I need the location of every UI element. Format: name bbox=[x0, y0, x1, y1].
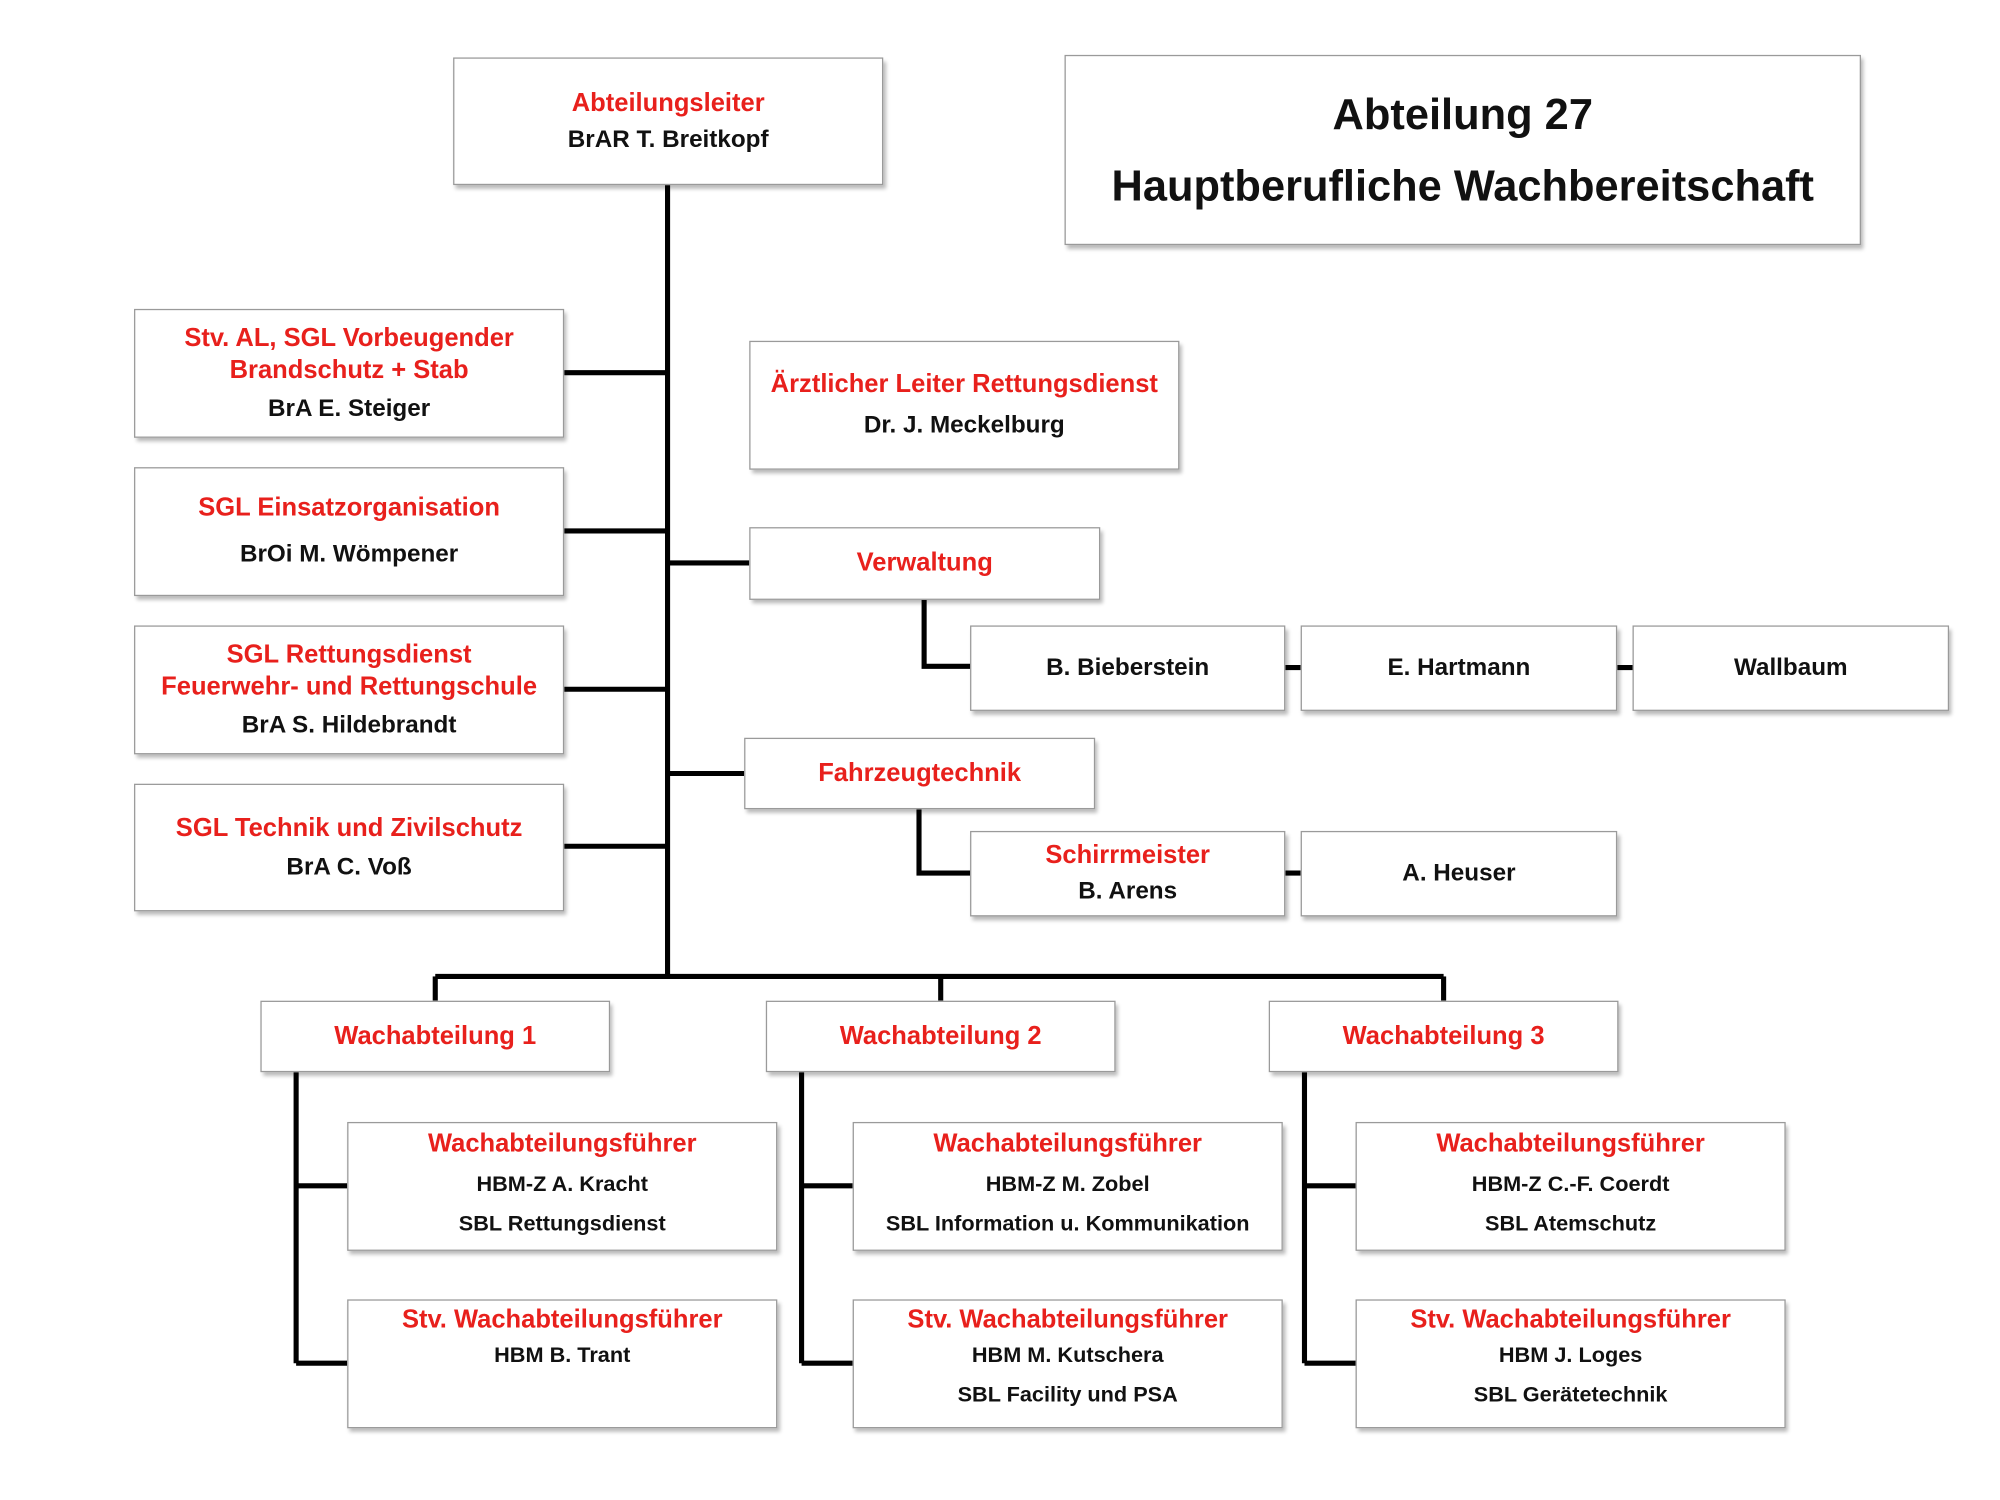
left-box-2: SGL Einsatzorganisation BrOi M. Wömpener bbox=[134, 467, 565, 597]
admin-staff-1: B. Bieberstein bbox=[970, 625, 1286, 711]
division-1-box: Wachabteilung 1 bbox=[260, 1000, 611, 1073]
division-2-leader-role: SBL Information u. Kommunikation bbox=[885, 1211, 1250, 1236]
division-2-deputy-name: HBM M. Kutschera bbox=[971, 1342, 1164, 1368]
left-box-4: SGL Technik und Zivilschutz BrA C. Voß bbox=[134, 783, 565, 912]
vehicle-box: Fahrzeugtechnik bbox=[744, 737, 1096, 810]
admin-box: Verwaltung bbox=[749, 527, 1101, 600]
department-subtitle: Hauptberufliche Wachbereitschaft bbox=[1111, 161, 1815, 210]
department-title-box: Abteilung 27 Hauptberufliche Wachbereits… bbox=[1064, 54, 1861, 246]
left-box-3: SGL Rettungsdienst Feuerwehr- und Rettun… bbox=[134, 625, 565, 755]
vehicle-staff-1-name: A. Heuser bbox=[1402, 859, 1516, 887]
admin-staff-1-name: B. Bieberstein bbox=[1046, 654, 1210, 681]
division-3-title: Wachabteilung 3 bbox=[1342, 1021, 1545, 1050]
admin-title: Verwaltung bbox=[856, 548, 993, 577]
division-3-leader-box: Wachabteilungsführer HBM-Z C.-F. Coerdt … bbox=[1355, 1121, 1786, 1251]
left-box-4-name: BrA C. Voß bbox=[286, 853, 412, 881]
medical-box: Ärztlicher Leiter Rettungsdienst Dr. J. … bbox=[749, 340, 1180, 470]
division-2-box: Wachabteilung 2 bbox=[765, 1000, 1116, 1073]
left-box-1: Stv. AL, SGL Vorbeugender Brandschutz + … bbox=[134, 308, 565, 438]
division-2-deputy-title: Stv. Wachabteilungsführer bbox=[907, 1305, 1228, 1334]
division-3-leader-title: Wachabteilungsführer bbox=[1436, 1129, 1705, 1158]
division-3-deputy-box: Stv. Wachabteilungsführer HBM J. Loges S… bbox=[1355, 1299, 1786, 1429]
vehicle-staff-1: A. Heuser bbox=[1300, 830, 1618, 917]
division-1-title: Wachabteilung 1 bbox=[334, 1021, 537, 1050]
division-3-leader-role: SBL Atemschutz bbox=[1484, 1211, 1657, 1236]
left-box-1-title-1: Stv. AL, SGL Vorbeugender bbox=[184, 323, 514, 352]
division-1-deputy-title: Stv. Wachabteilungsführer bbox=[401, 1305, 723, 1334]
division-2-leader-title: Wachabteilungsführer bbox=[933, 1129, 1202, 1158]
division-2-deputy-box: Stv. Wachabteilungsführer HBM M. Kutsche… bbox=[852, 1299, 1283, 1429]
left-box-2-title: SGL Einsatzorganisation bbox=[198, 493, 500, 523]
admin-staff-2: E. Hartmann bbox=[1300, 625, 1618, 711]
head-name: BrAR T. Breitkopf bbox=[567, 125, 769, 153]
department-title: Abteilung 27 bbox=[1332, 89, 1593, 139]
division-3-box: Wachabteilung 3 bbox=[1268, 1000, 1619, 1073]
left-box-3-title-2: Feuerwehr- und Rettungschule bbox=[161, 672, 538, 701]
division-1-leader-title: Wachabteilungsführer bbox=[427, 1129, 697, 1158]
head-title: Abteilungsleiter bbox=[571, 88, 765, 117]
left-box-2-name: BrOi M. Wömpener bbox=[239, 541, 459, 568]
left-box-1-name: BrA E. Steiger bbox=[268, 395, 431, 422]
division-1-leader-box: Wachabteilungsführer HBM-Z A. Kracht SBL… bbox=[347, 1121, 778, 1251]
vehicle-sub-name: B. Arens bbox=[1078, 878, 1178, 905]
division-3-deputy-name: HBM J. Loges bbox=[1498, 1342, 1643, 1368]
admin-staff-3: Wallbaum bbox=[1632, 625, 1950, 711]
medical-title: Ärztlicher Leiter Rettungsdienst bbox=[770, 370, 1158, 399]
vehicle-sub-box: Schirrmeister B. Arens bbox=[970, 830, 1286, 917]
division-3-leader-name: HBM-Z C.-F. Coerdt bbox=[1471, 1171, 1670, 1196]
division-1-deputy-name: HBM B. Trant bbox=[494, 1342, 631, 1368]
left-box-3-name: BrA S. Hildebrandt bbox=[241, 711, 457, 739]
division-1-deputy-box: Stv. Wachabteilungsführer HBM B. Trant bbox=[347, 1299, 778, 1429]
left-box-4-title: SGL Technik und Zivilschutz bbox=[175, 813, 523, 842]
vehicle-title: Fahrzeugtechnik bbox=[818, 758, 1022, 787]
medical-name: Dr. J. Meckelburg bbox=[863, 412, 1065, 440]
division-2-leader-name: HBM-Z M. Zobel bbox=[985, 1171, 1150, 1196]
division-3-deputy-role: SBL Gerätetechnik bbox=[1473, 1382, 1668, 1407]
left-box-1-title-2: Brandschutz + Stab bbox=[229, 355, 469, 384]
vehicle-sub-title: Schirrmeister bbox=[1045, 841, 1211, 870]
admin-staff-3-name: Wallbaum bbox=[1733, 654, 1848, 681]
left-box-3-title-1: SGL Rettungsdienst bbox=[226, 640, 472, 669]
head-box: Abteilungsleiter BrAR T. Breitkopf bbox=[453, 57, 884, 186]
division-2-leader-box: Wachabteilungsführer HBM-Z M. Zobel SBL … bbox=[852, 1121, 1283, 1251]
division-1-leader-name: HBM-Z A. Kracht bbox=[476, 1171, 649, 1196]
admin-staff-2-name: E. Hartmann bbox=[1387, 654, 1531, 681]
division-3-deputy-title: Stv. Wachabteilungsführer bbox=[1410, 1305, 1731, 1334]
division-1-leader-role: SBL Rettungsdienst bbox=[458, 1211, 666, 1236]
division-2-deputy-role: SBL Facility und PSA bbox=[957, 1382, 1178, 1407]
division-2-title: Wachabteilung 2 bbox=[839, 1021, 1042, 1050]
